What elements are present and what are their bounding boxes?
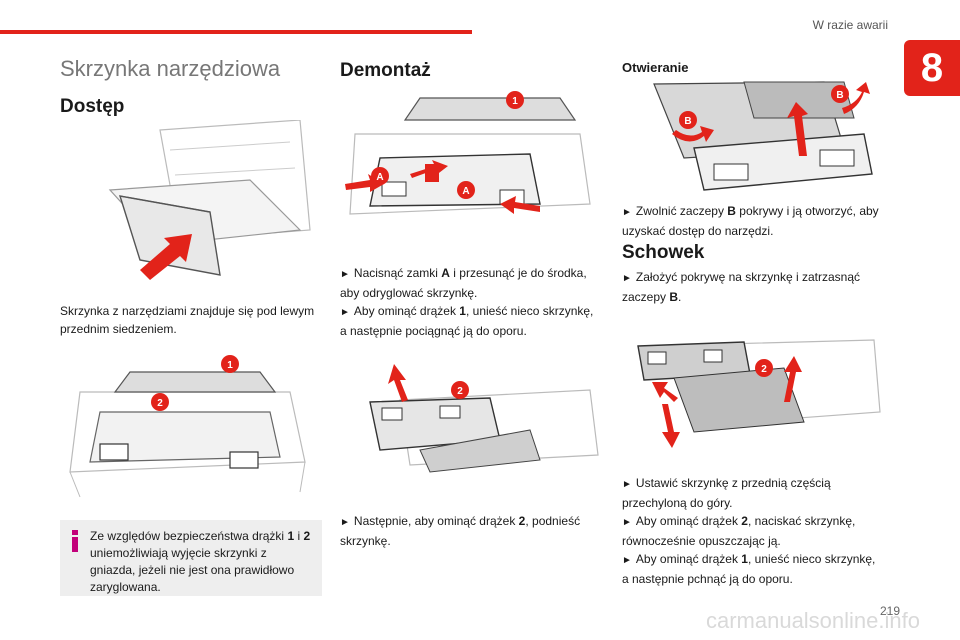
running-head: W razie awarii bbox=[812, 18, 888, 32]
reinsert-step-2: ►Aby ominąć drążek 2, naciskać skrzynkę,… bbox=[622, 514, 856, 548]
callout-b-left-icon: B bbox=[679, 111, 697, 129]
svg-text:1: 1 bbox=[227, 360, 233, 371]
reinsert-steps: ►Ustawić skrzynkę z przednią częścią prz… bbox=[622, 474, 884, 588]
storage-heading: Schowek bbox=[622, 242, 705, 263]
svg-text:2: 2 bbox=[157, 398, 163, 409]
callout-2-icon: 2 bbox=[451, 381, 469, 399]
toolbox-rods-illustration: 1 2 bbox=[60, 352, 322, 502]
callout-b-right-icon: B bbox=[831, 85, 849, 103]
callout-1-icon: 1 bbox=[221, 355, 239, 373]
svg-text:1: 1 bbox=[512, 96, 518, 107]
callout-a-left-icon: A bbox=[371, 167, 389, 185]
removal-step-1: ►Nacisnąć zamki A i przesunąć je do środ… bbox=[340, 266, 587, 300]
reinsert-illustration: 2 bbox=[634, 332, 884, 456]
svg-text:2: 2 bbox=[761, 364, 767, 375]
callout-1-icon: 1 bbox=[506, 91, 524, 109]
svg-text:A: A bbox=[462, 186, 469, 197]
opening-heading: Otwieranie bbox=[622, 60, 689, 75]
access-heading: Dostęp bbox=[60, 96, 125, 117]
removal-steps: ►Nacisnąć zamki A i przesunąć je do środ… bbox=[340, 264, 602, 340]
lid-opening-illustration: B B bbox=[644, 78, 884, 194]
svg-text:2: 2 bbox=[457, 386, 463, 397]
removal-step-2: ►Aby ominąć drążek 1, unieść nieco skrzy… bbox=[340, 304, 594, 338]
callout-a-right-icon: A bbox=[457, 181, 475, 199]
svg-text:A: A bbox=[376, 172, 383, 183]
reinsert-step-1: ►Ustawić skrzynkę z przednią częścią prz… bbox=[622, 476, 831, 510]
removal-step-3: ►Następnie, aby ominąć drążek 2, podnieś… bbox=[340, 514, 581, 548]
callout-2-icon: 2 bbox=[151, 393, 169, 411]
info-note: Ze względów bezpieczeństwa drążki 1 i 2 … bbox=[60, 520, 322, 596]
callout-2-icon: 2 bbox=[755, 359, 773, 377]
page-number: 219 bbox=[879, 604, 900, 618]
page-title: Skrzynka narzędziowa bbox=[60, 56, 281, 81]
removal-illustration: 1 A A bbox=[340, 84, 602, 234]
access-text: Skrzynka z narzędziami znajduje się pod … bbox=[60, 304, 315, 336]
header-accent-bar bbox=[0, 30, 472, 34]
lift-illustration: 2 bbox=[360, 360, 602, 480]
storage-step: ►Założyć pokrywę na skrzynkę i zatrzasną… bbox=[622, 270, 860, 304]
opening-step: ►Zwolnić zaczepy B pokrywy i ją otworzyć… bbox=[622, 204, 879, 238]
seat-illustration bbox=[100, 120, 322, 280]
removal-heading: Demontaż bbox=[340, 60, 431, 81]
watermark: carmanualsonline.info bbox=[705, 608, 920, 633]
svg-text:B: B bbox=[684, 116, 691, 127]
info-icon bbox=[68, 530, 82, 552]
reinsert-step-3: ►Aby ominąć drążek 1, unieść nieco skrzy… bbox=[622, 552, 876, 586]
direction-arrow-icon bbox=[140, 234, 192, 280]
chapter-tab: 8 bbox=[904, 40, 960, 96]
svg-text:B: B bbox=[836, 90, 843, 101]
